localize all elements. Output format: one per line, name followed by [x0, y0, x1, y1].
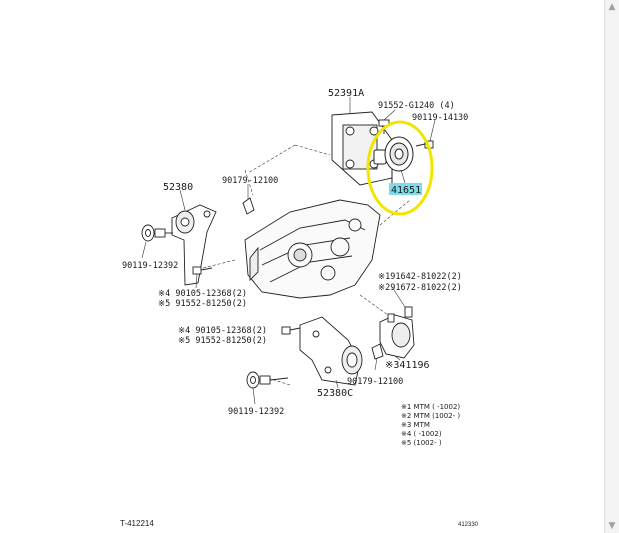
vertical-scrollbar[interactable]: ▲ ▼: [604, 0, 619, 533]
leader-line: [400, 169, 406, 184]
bolt-90119-14130: [415, 140, 434, 149]
leader-line: [179, 189, 186, 211]
part-label: ※341196: [385, 360, 430, 371]
part-label: ※4 90105-12368(2): [178, 326, 267, 336]
leader-line: [394, 355, 401, 361]
part-label: 52391A: [328, 88, 364, 99]
leader-line: [195, 273, 198, 289]
part-label: ※4 90105-12368(2): [158, 289, 247, 299]
bracket-52380C: [299, 316, 363, 386]
leader-line: [335, 379, 339, 389]
part-label: 52380: [163, 182, 193, 193]
leader-line: [374, 357, 378, 371]
part-label-highlighted: 41651: [391, 185, 421, 196]
leader-line: [294, 144, 331, 156]
part-label: 90119-12392: [228, 407, 284, 417]
leader-line: [247, 144, 296, 174]
leader-line: [391, 286, 406, 308]
part-label: ※291672-81022(2): [378, 283, 462, 293]
legend-item: ※4 ( -1002): [401, 430, 442, 438]
mount-41196: [379, 306, 415, 359]
mount-41651: [373, 136, 414, 183]
scroll-up-arrow-icon[interactable]: ▲: [608, 2, 616, 12]
leader-line: [252, 387, 256, 405]
washer-bolt-left: [141, 224, 173, 242]
clip-90179-top: [242, 197, 255, 215]
leader-line: [202, 259, 236, 269]
clip-90179-bot: [371, 343, 384, 360]
leader-line: [244, 169, 254, 196]
legend-item: ※5 (1002- ): [401, 439, 442, 447]
bracket-52391A: [331, 111, 393, 186]
leader-line: [141, 241, 147, 259]
bolt-90105-b: [281, 326, 301, 335]
part-41651-highlight: [389, 183, 422, 195]
part-label: 90179-12100: [222, 176, 278, 186]
part-label: 90179-12100: [347, 377, 403, 387]
part-label: ※5 91552-81250(2): [158, 299, 247, 309]
part-label: 90119-12392: [122, 261, 178, 271]
highlight-ring: [366, 120, 434, 216]
legend-item: ※1 MTM ( -1002): [401, 403, 460, 411]
washer-bolt-bottom: [246, 371, 289, 389]
leader-line: [383, 109, 396, 121]
bracket-52380: [171, 204, 217, 286]
differential-housing: [244, 199, 381, 299]
legend-item: ※3 MTM: [401, 421, 430, 429]
part-label: 91552-G1240 (4): [378, 101, 455, 111]
leader-line: [267, 377, 291, 386]
footer-right-code: 412330: [458, 522, 479, 528]
part-label: ※5 91552-81250(2): [178, 336, 267, 346]
footer-left-code: T-412214: [120, 519, 154, 528]
part-label: 90119-14130: [412, 113, 468, 123]
leader-line: [429, 119, 436, 142]
part-label: ※191642-81022(2): [378, 272, 462, 282]
part-label: 52380C: [317, 388, 353, 399]
bolt-90105-a: [192, 266, 213, 275]
scroll-down-arrow-icon[interactable]: ▼: [608, 521, 616, 531]
legend-item: ※2 MTM (1002- ): [401, 412, 460, 420]
leader-line: [379, 199, 411, 226]
parts-diagram: 52391A 91552-G1240 (4) 90119-14130 41651…: [120, 88, 479, 528]
